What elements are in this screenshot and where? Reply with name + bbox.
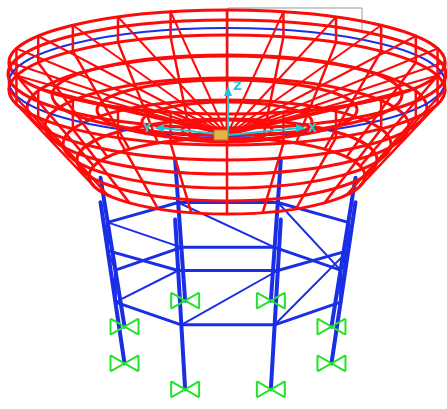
shell-meridian [380,99,383,129]
shell-meridian [360,104,437,186]
roof-meridian [227,36,416,135]
axis-label: X [308,122,317,134]
shell-meridian [171,143,192,213]
shell-meridian [436,75,439,104]
shell-meridian [37,36,40,63]
fixed-support [257,381,285,397]
shell-meridian [73,51,130,149]
column [331,202,355,363]
shell-meridian [325,51,382,149]
shell-meridian [263,143,284,213]
shell-meridian [325,129,382,203]
shell-meridian [296,138,336,209]
shell-meridian [117,17,120,42]
fixed-support [317,355,345,371]
brace [341,222,349,302]
fixed-support [111,319,139,335]
axis-head [224,86,232,96]
roof-meridian [227,75,438,135]
roof-meridian [38,36,227,135]
ring-beam [178,269,278,272]
shell-meridian [335,17,338,42]
ring-beam [114,270,117,302]
shell-meridian [226,145,229,214]
roof-meridian [227,88,416,135]
ring-beam [181,246,274,249]
shell-meridian [72,99,75,129]
brace [278,203,341,271]
roof-meridian [73,25,227,135]
roof-meridian [227,107,336,135]
roof-meridian [226,10,228,135]
shell-meridian [16,104,93,186]
ring-beam [115,247,181,270]
roof-meridian [227,12,283,135]
ring-beam [181,323,274,326]
shell-meridian [118,138,158,209]
roof-meridian [227,25,381,135]
origin-marker [214,130,228,140]
brace [108,251,116,270]
fixed-support [111,355,139,371]
axis-head [296,124,306,132]
roof-meridian [118,17,227,135]
shell-meridian [282,112,285,143]
roof-meridian [227,17,336,135]
roof-meridian [16,49,227,135]
fixed-support [257,293,285,309]
roof-meridian [16,75,227,135]
shell-meridian [436,49,439,76]
roof-meridian [227,49,438,135]
axis-head [154,124,164,132]
axis-arrow [227,92,229,135]
roof-meridian [171,12,227,135]
brace [275,251,349,325]
axis-label: Z [233,80,242,92]
brace [115,270,178,302]
shell-meridian [118,42,158,143]
shell-meridian [38,63,107,158]
brace [108,222,182,247]
shell-meridian [72,25,75,51]
fixed-support [171,381,199,397]
axis-arrow [228,128,300,135]
shell-meridian [8,62,11,90]
brace [181,270,277,324]
shell-meridian [444,62,447,90]
shell-meridian [360,76,437,166]
column [175,160,185,300]
shell-meridian [38,118,107,196]
axis-label: Y [143,122,152,134]
fixed-support [171,293,199,309]
fixed-support [317,319,345,335]
shell-meridian [15,49,18,76]
shell-meridian [9,90,89,176]
shell-meridian [380,25,383,51]
ring-beam [106,222,109,250]
